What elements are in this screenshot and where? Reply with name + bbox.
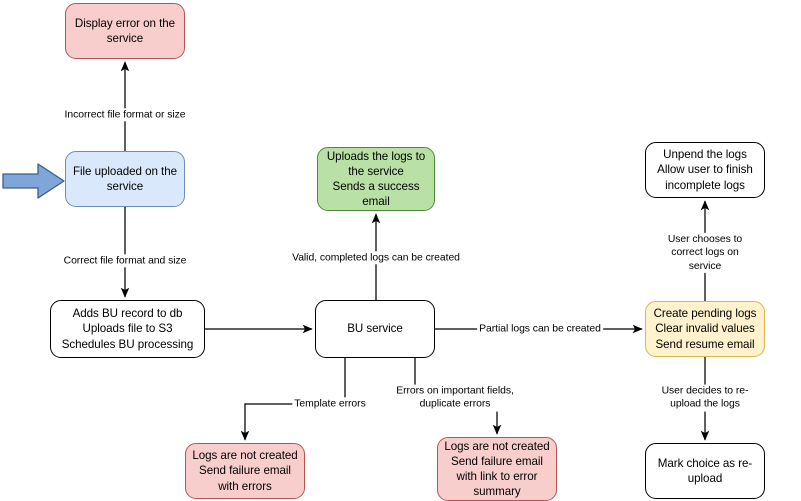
edge-label-valid-completed-logs: Valid, completed logs can be created bbox=[290, 251, 462, 265]
edge-label-template-errors: Template errors bbox=[292, 397, 368, 411]
edge-label-incorrect-file: Incorrect file format or size bbox=[62, 108, 188, 122]
node-file-uploaded-label: File uploaded on the service bbox=[72, 164, 178, 193]
node-logs-not-created-errors[interactable]: Logs are not created Send failure email … bbox=[185, 443, 305, 499]
node-logs-not-created-summary[interactable]: Logs are not created Send failure email … bbox=[437, 437, 557, 501]
node-file-uploaded[interactable]: File uploaded on the service bbox=[65, 151, 185, 207]
node-logs-not-created-errors-label: Logs are not created Send failure email … bbox=[192, 449, 298, 493]
node-create-pending-logs-label: Create pending logs Clear invalid values… bbox=[653, 307, 757, 351]
edge-label-partial-logs: Partial logs can be created bbox=[477, 322, 603, 336]
node-uploads-logs-label: Uploads the logs to the service Sends a … bbox=[326, 149, 426, 209]
node-bu-service[interactable]: BU service bbox=[315, 300, 435, 358]
node-mark-choice-reupload[interactable]: Mark choice as re- upload bbox=[645, 443, 765, 499]
edge-label-correct-file: Correct file format and size bbox=[61, 254, 189, 268]
node-unpend-logs-label: Unpend the logs Allow user to finish inc… bbox=[657, 148, 753, 192]
node-logs-not-created-summary-label: Logs are not created Send failure email … bbox=[444, 439, 550, 499]
edge-label-user-decides-reupload: User decides to re-upload the logs bbox=[657, 384, 753, 412]
node-display-error[interactable]: Display error on the service bbox=[65, 3, 185, 59]
node-adds-bu-record[interactable]: Adds BU record to db Uploads file to S3 … bbox=[50, 300, 205, 358]
node-adds-bu-record-label: Adds BU record to db Uploads file to S3 … bbox=[61, 307, 194, 351]
node-bu-service-label: BU service bbox=[347, 322, 403, 336]
node-create-pending-logs[interactable]: Create pending logs Clear invalid values… bbox=[645, 301, 765, 357]
edge-label-errors-important-fields: Errors on important fields, duplicate er… bbox=[394, 384, 516, 412]
edge-label-user-chooses-correct: User chooses to correct logs on service bbox=[657, 232, 753, 274]
input-block-arrow-icon bbox=[2, 163, 65, 199]
node-display-error-label: Display error on the service bbox=[74, 16, 176, 45]
node-mark-choice-reupload-label: Mark choice as re- upload bbox=[657, 456, 753, 485]
node-uploads-logs[interactable]: Uploads the logs to the service Sends a … bbox=[317, 147, 435, 211]
node-unpend-logs[interactable]: Unpend the logs Allow user to finish inc… bbox=[645, 142, 765, 198]
